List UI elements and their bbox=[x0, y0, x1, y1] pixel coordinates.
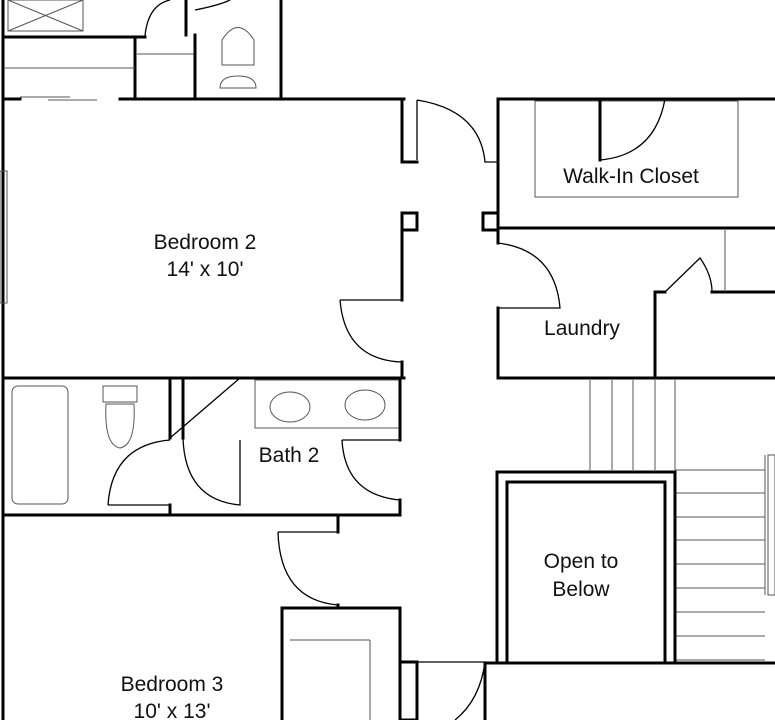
room-size-bedroom-2: 14' x 10' bbox=[167, 258, 244, 281]
door-swing bbox=[341, 439, 401, 501]
room-label-laundry: Laundry bbox=[544, 317, 620, 340]
bedroom-2: Bedroom 2 14' x 10' bbox=[0, 96, 419, 720]
bath-2: Bath 2 bbox=[1, 376, 402, 517]
room-label-bedroom-2: Bedroom 2 bbox=[154, 231, 257, 254]
door-swing bbox=[416, 99, 498, 163]
bathtub bbox=[11, 385, 69, 505]
door-swing bbox=[339, 299, 403, 363]
door-swing bbox=[107, 377, 241, 506]
room-label-bath-2: Bath 2 bbox=[259, 444, 320, 467]
door-swing bbox=[182, 437, 241, 506]
room-label-bedroom-3: Bedroom 3 bbox=[121, 673, 224, 696]
shower bbox=[7, 0, 84, 32]
stairs bbox=[589, 380, 775, 661]
walk-in-closet: Walk-In Closet bbox=[481, 97, 775, 232]
toilet-icon bbox=[219, 27, 257, 89]
room-label-walk-in-closet: Walk-In Closet bbox=[563, 165, 699, 188]
room-label-open-to-below-2: Below bbox=[552, 578, 610, 601]
sink-icon bbox=[269, 391, 311, 423]
room-label-open-to-below-1: Open to bbox=[544, 550, 619, 573]
vanity bbox=[254, 379, 401, 429]
door-swing bbox=[664, 257, 713, 293]
laundry: Laundry bbox=[496, 226, 775, 380]
room-size-bedroom-3: 10' x 13' bbox=[134, 700, 211, 720]
toilet-icon bbox=[102, 385, 138, 449]
window bbox=[0, 170, 8, 304]
open-to-below: Open to Below bbox=[483, 470, 775, 720]
door-swing bbox=[277, 531, 339, 606]
door-swing bbox=[417, 661, 486, 720]
top-bath-area bbox=[1, 0, 283, 172]
door-swing bbox=[497, 242, 561, 309]
sink-icon bbox=[344, 389, 386, 421]
door-swing bbox=[599, 98, 666, 161]
bedroom-3: Bedroom 3 10' x 13' bbox=[121, 513, 486, 720]
